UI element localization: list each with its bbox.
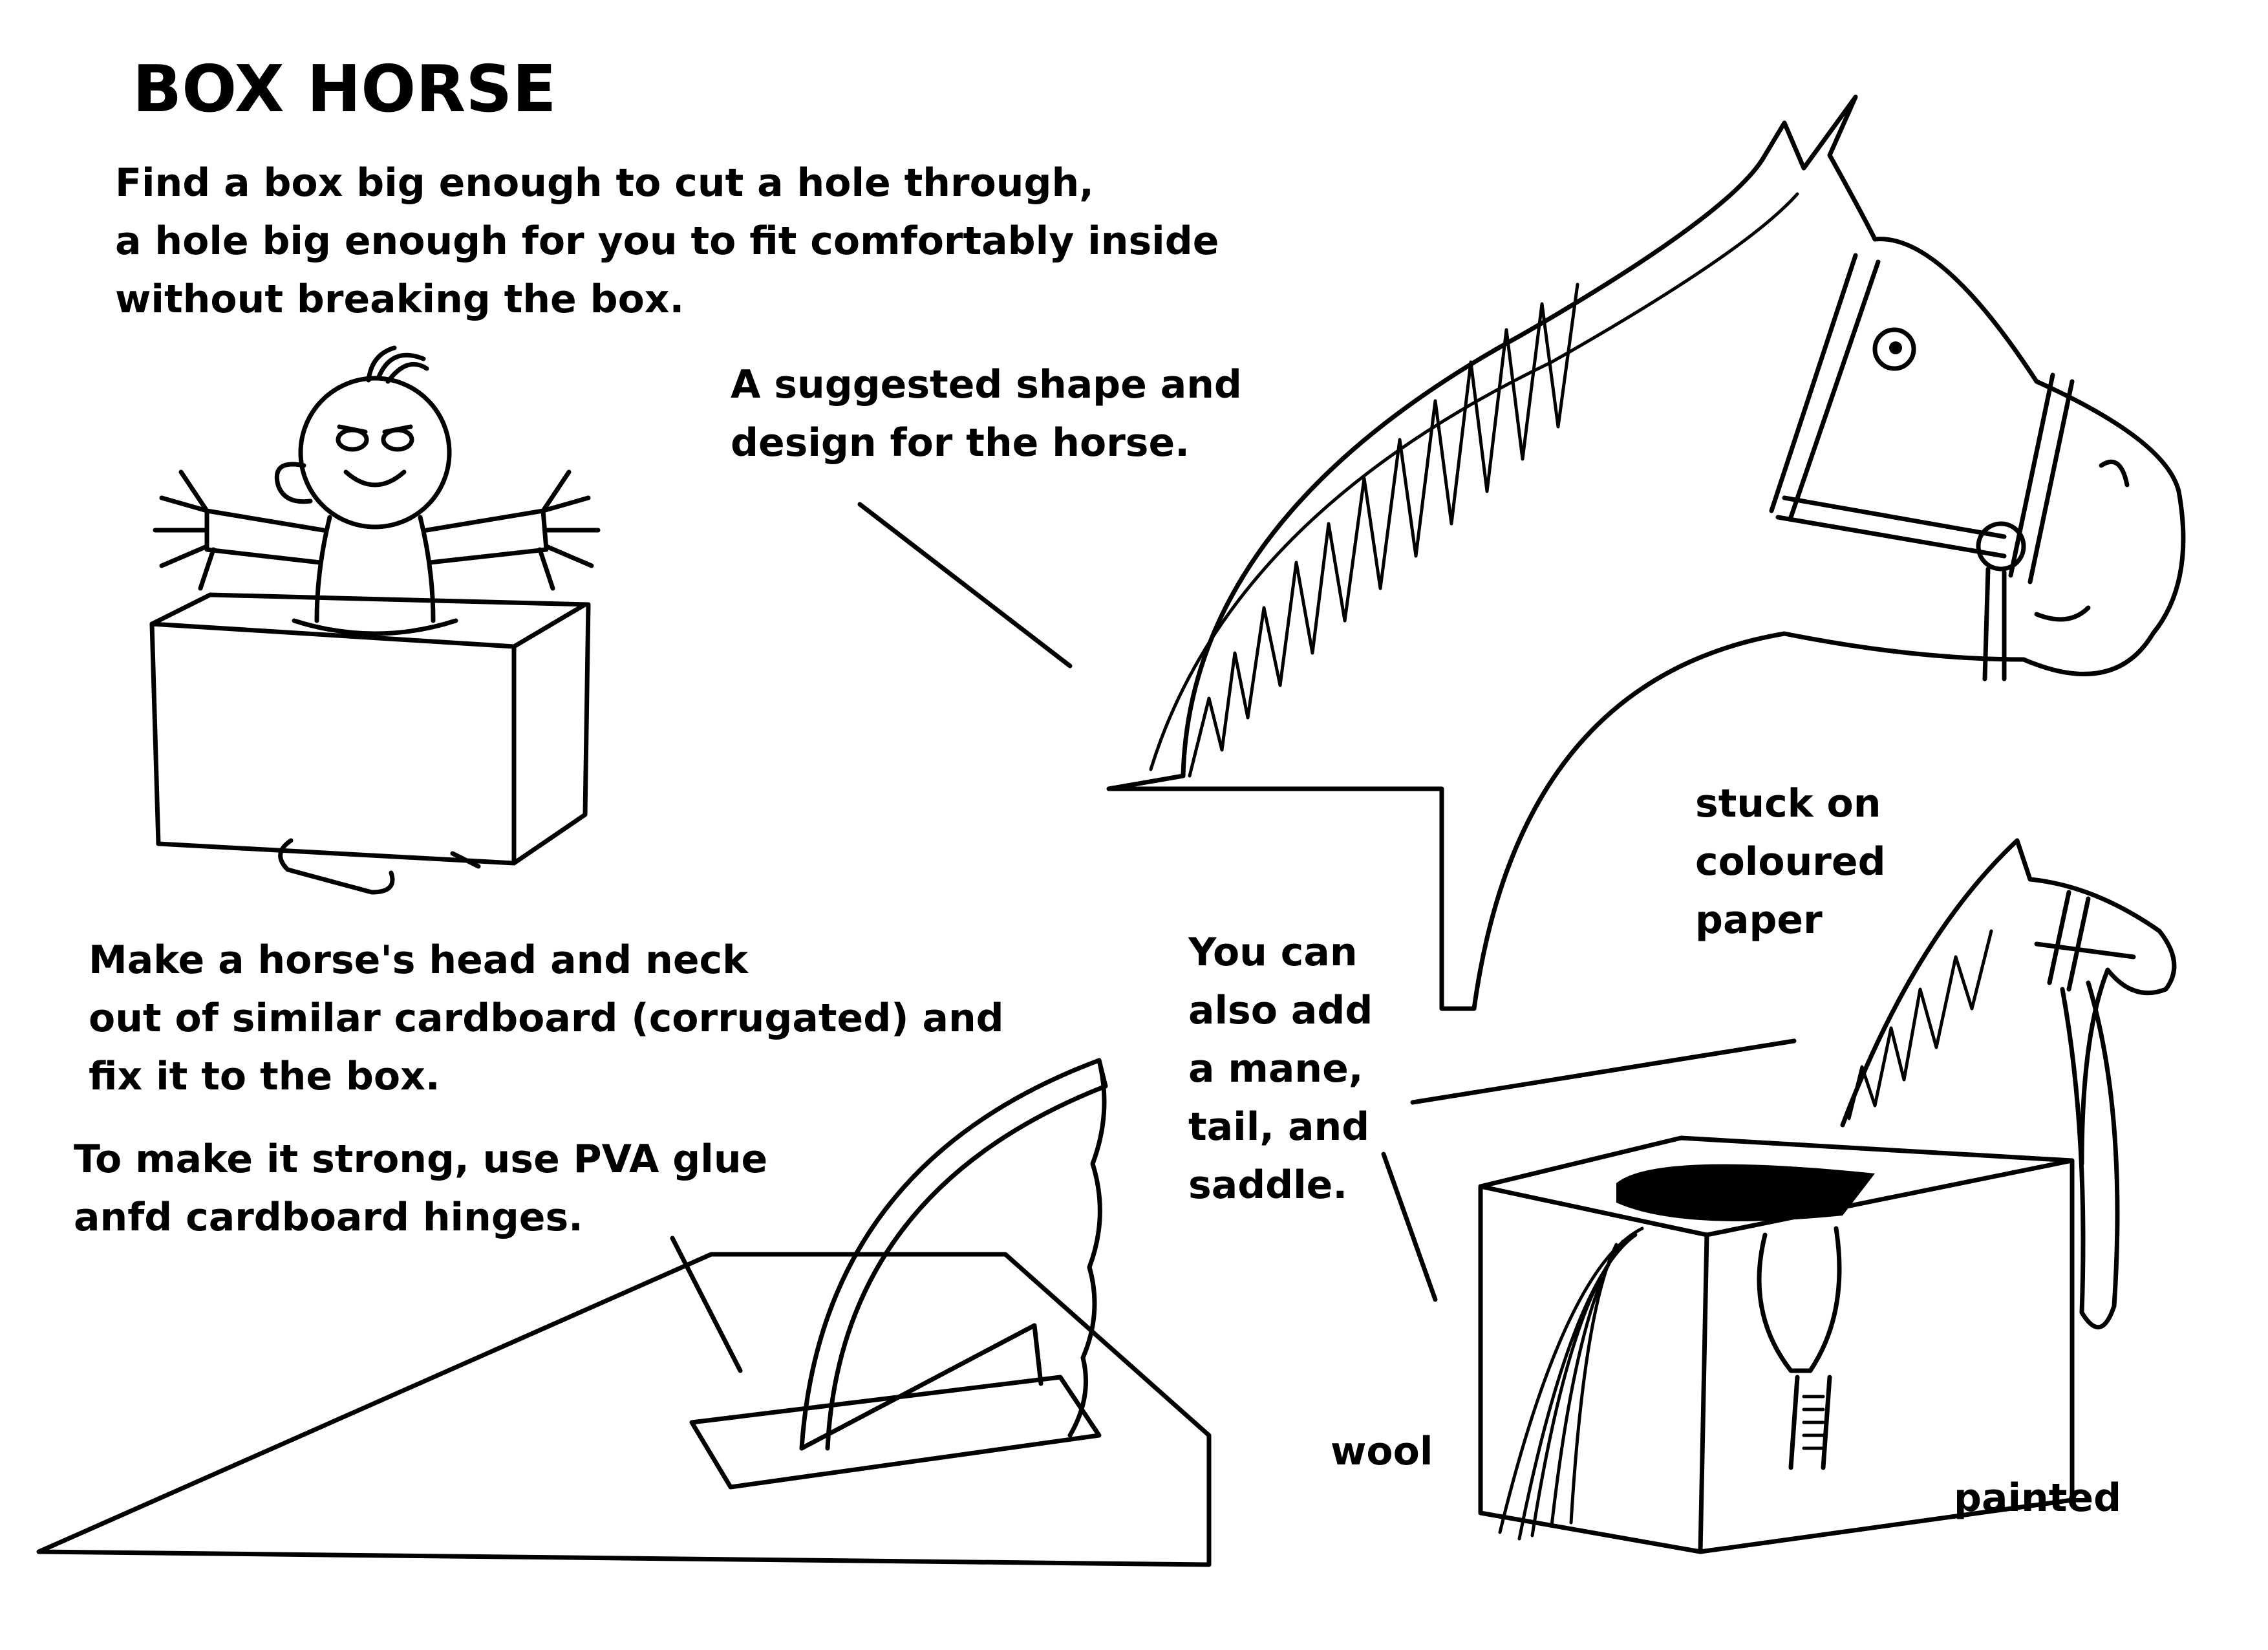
page-title: BOX HORSE bbox=[133, 51, 557, 127]
callout-line: tail, and bbox=[1188, 1104, 1370, 1150]
instruction-find-box: Find a box big enough to cut a hole thro… bbox=[115, 154, 1219, 328]
label-painted: painted bbox=[1954, 1475, 2122, 1521]
instruction-line: Make a horse's head and neck bbox=[89, 938, 748, 983]
instruction-line: a hole big enough for you to fit comfort… bbox=[115, 219, 1219, 264]
instruction-line: fix it to the box. bbox=[89, 1054, 440, 1099]
instruction-make-strong: To make it strong, use PVA glue anfd car… bbox=[74, 1130, 767, 1247]
instruction-line: anfd cardboard hinges. bbox=[74, 1195, 583, 1240]
callout-line: design for the horse. bbox=[731, 420, 1190, 466]
label-line: stuck on bbox=[1695, 781, 1881, 826]
instruction-line: out of similar cardboard (corrugated) an… bbox=[89, 996, 1004, 1041]
horse-head-template bbox=[1106, 94, 2186, 1011]
label-wool: wool bbox=[1331, 1429, 1433, 1474]
child-in-box-illustration bbox=[149, 345, 601, 895]
instruction-make-neck: Make a horse's head and neck out of simi… bbox=[89, 931, 1004, 1106]
label-stuck-on-paper: stuck on coloured paper bbox=[1695, 775, 1886, 949]
callout-line: saddle. bbox=[1188, 1162, 1348, 1208]
callout-line: also add bbox=[1188, 988, 1373, 1033]
callout-suggested-shape: A suggested shape and design for the hor… bbox=[731, 356, 1242, 472]
callout-line: A suggested shape and bbox=[731, 362, 1242, 407]
instruction-line: To make it strong, use PVA glue bbox=[74, 1137, 768, 1182]
instruction-line: without breaking the box. bbox=[115, 277, 685, 322]
neck-assembly-illustration bbox=[36, 1058, 1212, 1567]
finished-horse-illustration bbox=[1381, 838, 2177, 1554]
label-line: paper bbox=[1695, 897, 1823, 943]
callout-extras: You can also add a mane, tail, and saddl… bbox=[1188, 923, 1373, 1214]
shape-callout-leader bbox=[857, 502, 1073, 669]
label-line: coloured bbox=[1695, 839, 1886, 884]
callout-line: You can bbox=[1188, 930, 1358, 975]
callout-line: a mane, bbox=[1188, 1046, 1364, 1091]
instruction-line: Find a box big enough to cut a hole thro… bbox=[115, 160, 1094, 206]
